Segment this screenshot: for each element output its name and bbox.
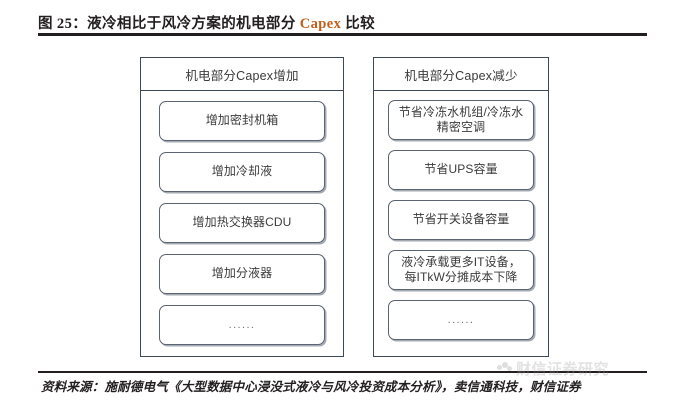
figure-header: 图 25：液冷相比于风冷方案的机电部分 Capex 比较 xyxy=(38,11,648,33)
panel-header-label: 机电部分Capex减少 xyxy=(404,68,518,83)
panel-body-capex-decrease: 节省冷冻水机组/冷冻水精密空调 节省UPS容量 节省开关设备容量 液冷承载更多I… xyxy=(374,91,548,356)
figure-title-accent: Capex xyxy=(299,15,342,32)
panel-body-capex-increase: 增加密封机箱 增加冷却液 增加热交换器CDU 增加分液器 ...... xyxy=(141,91,343,356)
diagram-node: 增加分液器 xyxy=(159,254,325,294)
source-divider xyxy=(38,371,647,373)
panel-header-label: 机电部分Capex增加 xyxy=(185,68,299,83)
node-label: ...... xyxy=(228,318,256,331)
panel-header-capex-decrease: 机电部分Capex减少 xyxy=(374,58,548,91)
panel-capex-increase: 机电部分Capex增加 增加密封机箱 增加冷却液 增加热交换器CDU 增加分液器… xyxy=(140,57,344,357)
figure-number: 图 25： xyxy=(38,15,88,32)
diagram-node: 增加密封机箱 xyxy=(159,101,325,141)
diagram-node-ellipsis: ...... xyxy=(159,305,325,345)
node-label: 增加热交换器CDU xyxy=(192,215,292,230)
diagram-node-ellipsis: ...... xyxy=(388,300,534,340)
brand-logo-icon xyxy=(496,362,513,375)
diagram-node: 液冷承载更多IT设备，每ITkW分摊成本下降 xyxy=(388,250,534,290)
diagram-canvas: 机电部分Capex增加 增加密封机箱 增加冷却液 增加热交换器CDU 增加分液器… xyxy=(0,48,684,360)
source-note: 资料来源：施耐德电气《大型数据中心浸没式液冷与风冷投资成本分析》，卖信通科技，财… xyxy=(41,380,581,394)
node-label: ...... xyxy=(447,313,475,326)
node-label: 液冷承载更多IT设备，每ITkW分摊成本下降 xyxy=(397,255,525,285)
node-label: 节省冷冻水机组/冷冻水精密空调 xyxy=(395,105,527,135)
diagram-node: 节省UPS容量 xyxy=(388,150,534,190)
node-line: 每ITkW分摊成本下降 xyxy=(404,270,518,284)
node-line: 液冷承载更多IT设备， xyxy=(401,255,521,269)
node-label: 节省UPS容量 xyxy=(424,162,498,177)
diagram-node: 增加热交换器CDU xyxy=(159,203,325,243)
page-title: 图 25：液冷相比于风冷方案的机电部分 Capex 比较 xyxy=(38,12,375,33)
panel-header-capex-increase: 机电部分Capex增加 xyxy=(141,58,343,91)
title-divider xyxy=(38,33,647,36)
node-label: 节省开关设备容量 xyxy=(412,212,510,227)
figure-title-before: 液冷相比于风冷方案的机电部分 xyxy=(87,15,300,32)
panel-capex-decrease: 机电部分Capex减少 节省冷冻水机组/冷冻水精密空调 节省UPS容量 节省开关… xyxy=(373,57,549,357)
node-label: 增加密封机箱 xyxy=(205,113,279,128)
figure-title-after: 比较 xyxy=(341,15,376,32)
diagram-node: 节省冷冻水机组/冷冻水精密空调 xyxy=(388,100,534,140)
diagram-node: 增加冷却液 xyxy=(159,152,325,192)
node-label: 增加冷却液 xyxy=(211,164,273,179)
node-label: 增加分液器 xyxy=(211,266,273,281)
node-line: 节省冷冻水机组/冷冻水 xyxy=(398,105,524,119)
node-line: 精密空调 xyxy=(436,120,486,134)
diagram-node: 节省开关设备容量 xyxy=(388,200,534,240)
